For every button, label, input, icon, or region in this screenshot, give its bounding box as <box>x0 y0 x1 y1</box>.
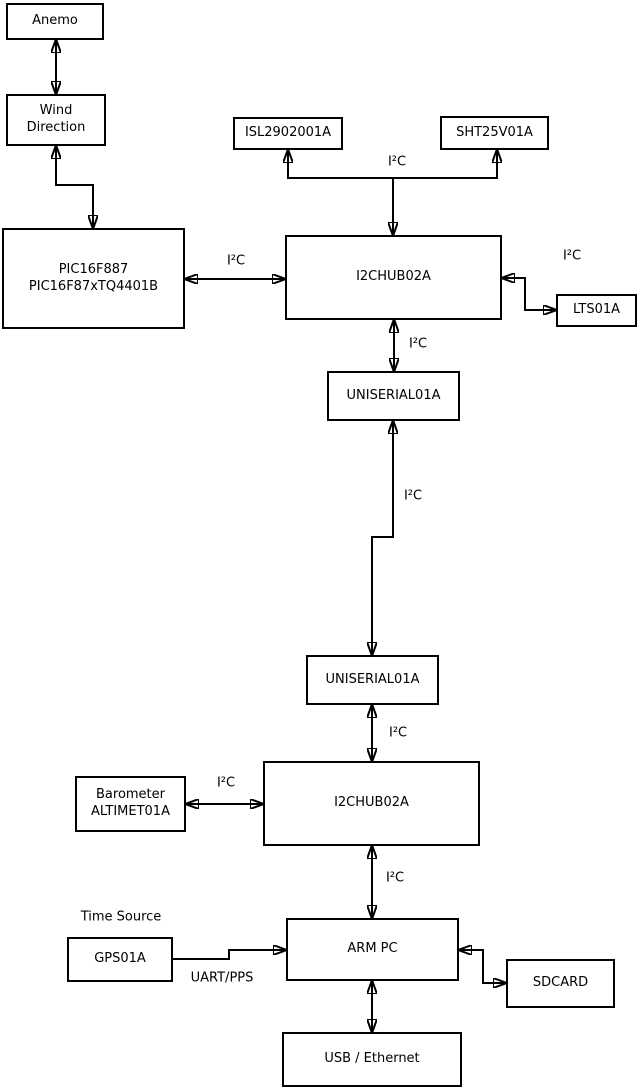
node-uniserial01a-1: UNISERIAL01A <box>327 371 460 421</box>
label-i2c-uniserial-hub2: I²C <box>388 725 408 741</box>
node-sht25v01a: SHT25V01A <box>440 116 549 150</box>
label-i2c-uniserial-link: I²C <box>403 488 423 504</box>
edge-i2chub1-lts <box>502 278 556 310</box>
edge-winddirection-pic <box>56 146 93 228</box>
node-uniserial01a-2: UNISERIAL01A <box>306 655 439 705</box>
label-time-source: Time Source <box>80 909 162 925</box>
label-uart-pps: UART/PPS <box>190 970 254 986</box>
node-sdcard: SDCARD <box>506 959 615 1008</box>
node-i2chub02a-1: I2CHUB02A <box>285 235 502 320</box>
label-i2c-hub-lts: I²C <box>562 248 582 264</box>
edge-gps-armpc <box>173 950 286 960</box>
node-barometer-altimet01a: Barometer ALTIMET01A <box>75 776 186 832</box>
label-i2c-barometer-hub2: I²C <box>216 775 236 791</box>
node-wind-direction: Wind Direction <box>6 94 106 146</box>
node-arm-pc: ARM PC <box>286 918 459 981</box>
label-i2c-pic-hub: I²C <box>226 253 246 269</box>
label-i2c-hub2-armpc: I²C <box>385 870 405 886</box>
node-isl2902001a: ISL2902001A <box>233 117 343 150</box>
label-i2c-sensors: I²C <box>387 154 407 170</box>
node-lts01a: LTS01A <box>556 294 637 327</box>
edge-armpc-sdcard <box>459 950 506 983</box>
node-gps01a: GPS01A <box>67 937 173 982</box>
node-i2chub02a-2: I2CHUB02A <box>263 761 480 846</box>
node-pic16f887: PIC16F887 PIC16F87xTQ4401B <box>2 228 185 329</box>
label-i2c-hub-uniserial: I²C <box>408 336 428 352</box>
edge-uniserial1-uniserial2 <box>372 421 393 655</box>
node-anemo: Anemo <box>6 3 104 40</box>
node-usb-ethernet: USB / Ethernet <box>282 1032 462 1087</box>
